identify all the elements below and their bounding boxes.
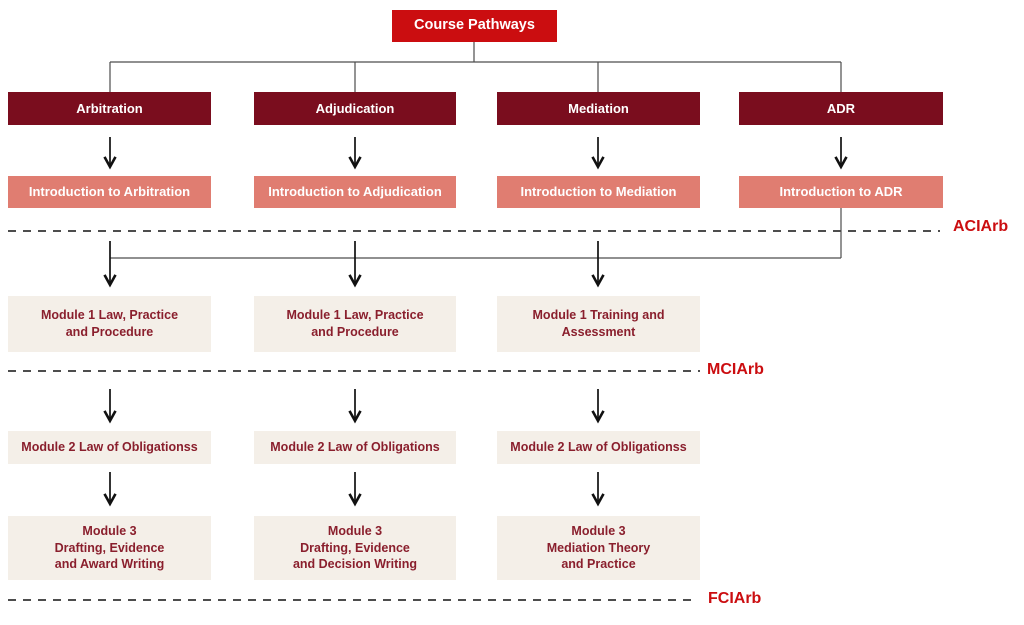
adr-feed-connector — [110, 208, 842, 259]
module3-box-arbitration: Module 3 Drafting, Evidence and Award Wr… — [8, 516, 211, 580]
membership-label-mciarb: MCIArb — [707, 361, 764, 378]
category-box-adjudication: Adjudication — [254, 92, 456, 125]
module1-box-arbitration: Module 1 Law, Practice and Procedure — [8, 296, 211, 352]
category-box-arbitration: Arbitration — [8, 92, 211, 125]
category-to-intro-arrows — [103, 137, 848, 170]
title-tree-connector — [109, 42, 842, 92]
membership-dashed-lines — [8, 230, 940, 601]
module1-to-module2-arrows — [103, 389, 605, 424]
module2-box-adjudication: Module 2 Law of Obligations — [254, 431, 456, 464]
membership-label-fciarb: FCIArb — [708, 590, 762, 607]
title-box: Course Pathways — [392, 10, 557, 42]
membership-label-aciarb: ACIArb — [953, 218, 1009, 235]
intro-box-mediation: Introduction to Mediation — [497, 176, 700, 208]
intro-box-adr: Introduction to ADR — [739, 176, 943, 208]
category-box-mediation: Mediation — [497, 92, 700, 125]
to-module1-arrows — [103, 241, 605, 288]
module1-box-mediation: Module 1 Training and Assessment — [497, 296, 700, 352]
intro-box-arbitration: Introduction to Arbitration — [8, 176, 211, 208]
module3-box-mediation: Module 3 Mediation Theory and Practice — [497, 516, 700, 580]
module2-to-module3-arrows — [103, 472, 605, 507]
category-box-adr: ADR — [739, 92, 943, 125]
module2-box-arbitration: Module 2 Law of Obligationss — [8, 431, 211, 464]
module3-box-adjudication: Module 3 Drafting, Evidence and Decision… — [254, 516, 456, 580]
intro-box-adjudication: Introduction to Adjudication — [254, 176, 456, 208]
module1-box-adjudication: Module 1 Law, Practice and Procedure — [254, 296, 456, 352]
module2-box-mediation: Module 2 Law of Obligationss — [497, 431, 700, 464]
